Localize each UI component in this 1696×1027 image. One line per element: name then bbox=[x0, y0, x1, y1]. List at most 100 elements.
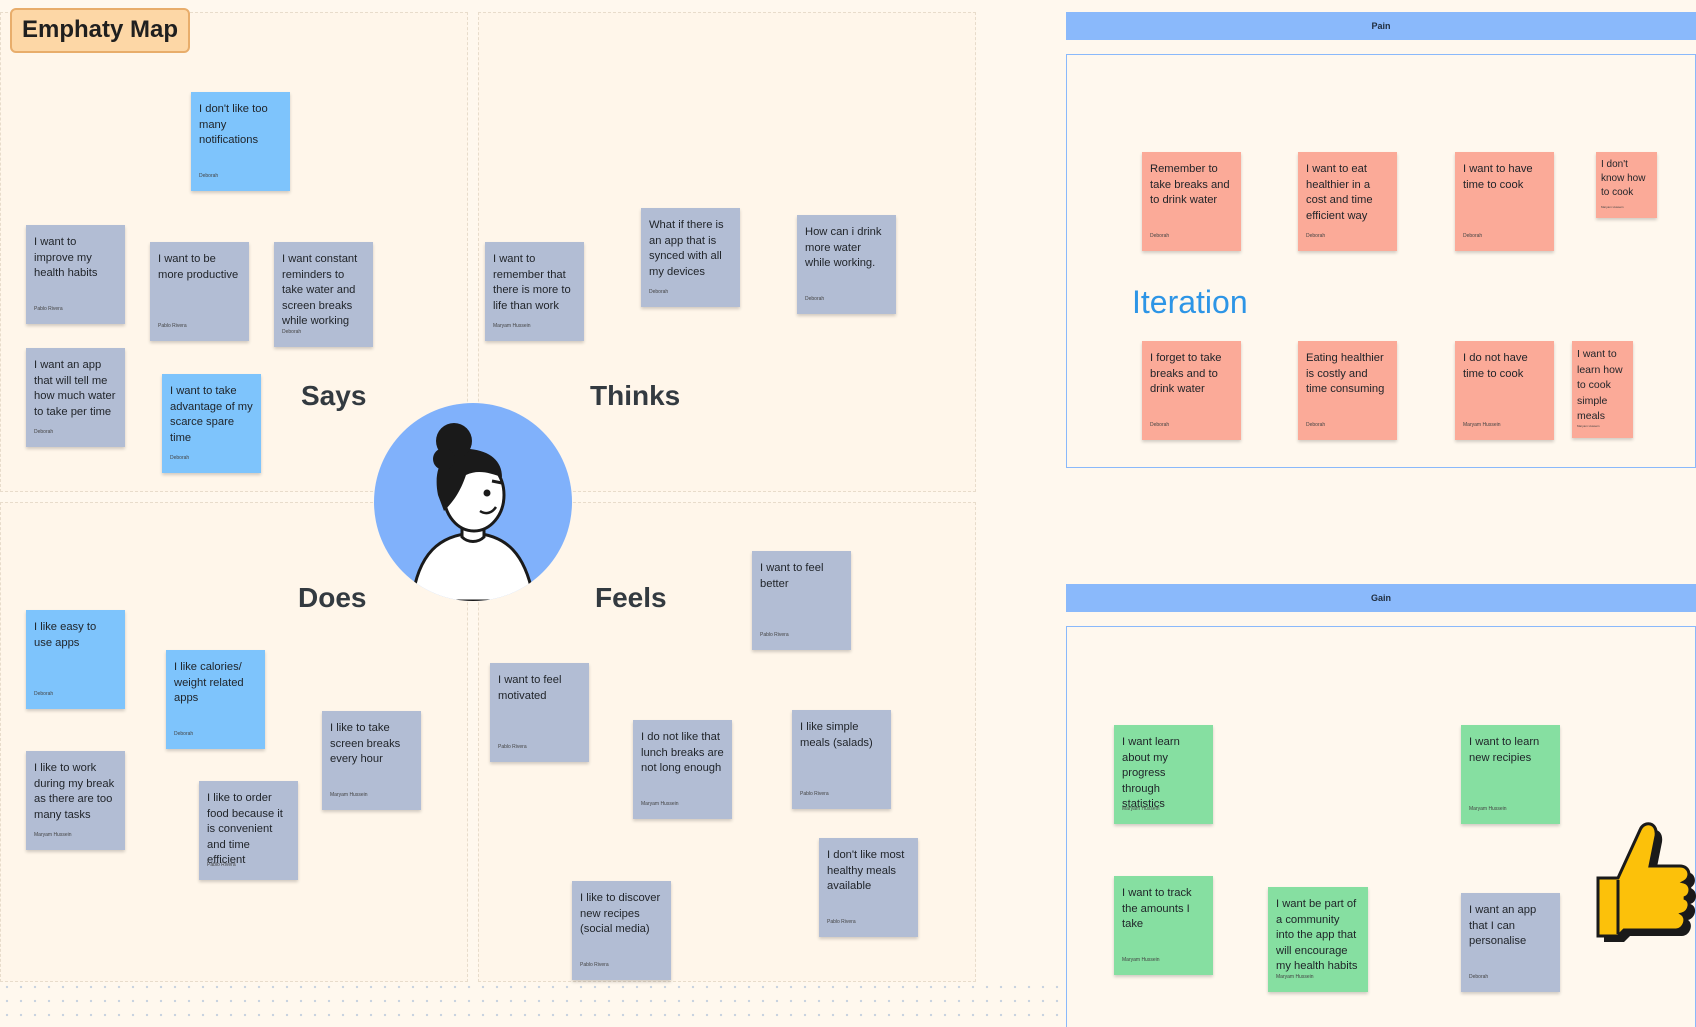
pain-header[interactable]: Pain bbox=[1066, 12, 1696, 40]
sticky-note-text: I like simple meals (salads) bbox=[800, 721, 873, 749]
feels-label: Feels bbox=[595, 582, 667, 613]
sticky-note-author: Deborah bbox=[1469, 973, 1489, 980]
does-label: Does bbox=[298, 582, 367, 613]
sticky-note-text: I like to take screen breaks every hour bbox=[330, 722, 401, 765]
sticky-note-text: I want to feel better bbox=[760, 562, 824, 590]
board-title[interactable]: Emphaty Map bbox=[10, 8, 191, 53]
sticky-note-text: Eating healthier is costly and time cons… bbox=[1306, 352, 1385, 395]
sticky-note[interactable]: I want constant reminders to take water … bbox=[274, 242, 373, 347]
sticky-note-text: I don't like too many notifications bbox=[199, 103, 268, 146]
sticky-note-author: Maryam Hussein bbox=[1463, 421, 1501, 428]
sticky-note[interactable]: I forget to take breaks and to drink wat… bbox=[1142, 341, 1241, 440]
iteration-label: Iteration bbox=[1132, 284, 1248, 320]
gain-header[interactable]: Gain bbox=[1066, 584, 1696, 612]
sticky-note-text: What if there is an app that is synced w… bbox=[649, 219, 724, 278]
sticky-note[interactable]: I do not have time to cook Maryam Hussei… bbox=[1455, 341, 1554, 440]
sticky-note-text: Remember to take breaks and to drink wat… bbox=[1150, 163, 1230, 206]
says-label: Says bbox=[301, 380, 367, 411]
sticky-note-author: Deborah bbox=[649, 288, 669, 295]
sticky-note-author: Maryam Hussein bbox=[34, 831, 72, 838]
sticky-note[interactable]: I want to be more productive Pablo River… bbox=[150, 242, 249, 341]
sticky-note[interactable]: I don't like too many notifications Debo… bbox=[191, 92, 290, 191]
sticky-note-author: Pablo Rivera bbox=[207, 861, 236, 868]
sticky-note-text: I want be part of a community into the a… bbox=[1276, 898, 1358, 972]
sticky-note-author: Maryam Hussein bbox=[493, 322, 531, 329]
sticky-note-text: I want to learn new recipies bbox=[1469, 736, 1540, 764]
sticky-note-author: Maryam Hussein bbox=[1577, 423, 1600, 428]
sticky-note-text: I want constant reminders to take water … bbox=[282, 253, 358, 327]
sticky-note-author: Deborah bbox=[1306, 232, 1326, 239]
sticky-note[interactable]: I like to work during my break as there … bbox=[26, 751, 125, 850]
sticky-note-text: I don't like most healthy meals availabl… bbox=[827, 849, 905, 892]
sticky-note[interactable]: Eating healthier is costly and time cons… bbox=[1298, 341, 1397, 440]
sticky-note[interactable]: I want to eat healthier in a cost and ti… bbox=[1298, 152, 1397, 251]
sticky-note[interactable]: I want be part of a community into the a… bbox=[1268, 887, 1368, 992]
sticky-note-text: I want to be more productive bbox=[158, 253, 239, 281]
sticky-note[interactable]: I like to discover new recipes (social m… bbox=[572, 881, 671, 980]
sticky-note[interactable]: I want to learn how to cook simple meals… bbox=[1572, 341, 1633, 438]
sticky-note[interactable]: I want to have time to cook Deborah bbox=[1455, 152, 1554, 251]
sticky-note-text: I want to feel motivated bbox=[498, 674, 562, 702]
sticky-note[interactable]: I do not like that lunch breaks are not … bbox=[633, 720, 732, 819]
sticky-note-author: Deborah bbox=[1150, 232, 1170, 239]
sticky-note-author: Pablo Rivera bbox=[158, 322, 187, 329]
sticky-note[interactable]: I like calories/ weight related apps Deb… bbox=[166, 650, 265, 749]
sticky-note[interactable]: I like simple meals (salads) Pablo River… bbox=[792, 710, 891, 809]
sticky-note[interactable]: I want to improve my health habits Pablo… bbox=[26, 225, 125, 324]
sticky-note[interactable]: I want learn about my progress through s… bbox=[1114, 725, 1213, 824]
sticky-note-author: Pablo Rivera bbox=[34, 305, 63, 312]
sticky-note-text: I want to learn how to cook simple meals bbox=[1577, 348, 1623, 422]
person-avatar-illustration bbox=[410, 423, 536, 601]
sticky-note-author: Deborah bbox=[1150, 421, 1170, 428]
sticky-note-text: I want to remember that there is more to… bbox=[493, 253, 571, 312]
sticky-note-author: Pablo Rivera bbox=[827, 918, 856, 925]
sticky-note-text: I like easy to use apps bbox=[34, 621, 97, 649]
sticky-note-text: I don't know how to cook bbox=[1601, 159, 1646, 198]
sticky-note-author: Maryam Hussein bbox=[1469, 805, 1507, 812]
sticky-note-text: I want to eat healthier in a cost and ti… bbox=[1306, 163, 1373, 222]
sticky-note[interactable]: I want to track the amounts I take Marya… bbox=[1114, 876, 1213, 975]
sticky-note-text: I want an app that will tell me how much… bbox=[34, 359, 116, 418]
sticky-note-text: I want an app that I can personalise bbox=[1469, 904, 1537, 947]
sticky-note-text: I want to have time to cook bbox=[1463, 163, 1533, 191]
sticky-note-author: Deborah bbox=[805, 295, 825, 302]
sticky-note-author: Deborah bbox=[34, 428, 54, 435]
sticky-note[interactable]: I want to take advantage of my scarce sp… bbox=[162, 374, 261, 473]
sticky-note-text: I like to work during my break as there … bbox=[34, 762, 115, 821]
thinks-label: Thinks bbox=[590, 380, 681, 411]
sticky-note[interactable]: I want to remember that there is more to… bbox=[485, 242, 584, 341]
sticky-note-author: Deborah bbox=[170, 454, 190, 461]
sticky-note-text: I like to order food because it is conve… bbox=[207, 792, 283, 866]
sticky-note-author: Pablo Rivera bbox=[800, 790, 829, 797]
sticky-note-author: Maryam Hussein bbox=[641, 800, 679, 807]
sticky-note-author: Pablo Rivera bbox=[580, 961, 609, 968]
sticky-note[interactable]: I like easy to use apps Deborah bbox=[26, 610, 125, 709]
sticky-note[interactable]: I want to feel motivated Pablo Rivera bbox=[490, 663, 589, 762]
sticky-note[interactable]: I want an app that will tell me how much… bbox=[26, 348, 125, 447]
sticky-note[interactable]: I like to take screen breaks every hour … bbox=[322, 711, 421, 810]
sticky-note-text: I want to track the amounts I take bbox=[1122, 887, 1192, 930]
sticky-note-text: I want learn about my progress through s… bbox=[1122, 736, 1180, 810]
sticky-note-text: I want to improve my health habits bbox=[34, 236, 98, 279]
sticky-note-author: Maryam Hussein bbox=[1601, 205, 1624, 209]
sticky-note[interactable]: I don't like most healthy meals availabl… bbox=[819, 838, 918, 937]
sticky-note[interactable]: What if there is an app that is synced w… bbox=[641, 208, 740, 307]
sticky-note-author: Pablo Rivera bbox=[498, 743, 527, 750]
sticky-note-author: Maryam Hussein bbox=[1122, 805, 1160, 812]
sticky-note-author: Deborah bbox=[34, 690, 54, 697]
sticky-note-author: Maryam Hussein bbox=[1276, 973, 1314, 980]
sticky-note[interactable]: How can i drink more water while working… bbox=[797, 215, 896, 314]
sticky-note-author: Maryam Hussein bbox=[330, 791, 368, 798]
sticky-note-text: I like to discover new recipes (social m… bbox=[580, 892, 661, 935]
sticky-note[interactable]: I want to learn new recipies Maryam Huss… bbox=[1461, 725, 1560, 824]
sticky-note[interactable]: I like to order food because it is conve… bbox=[199, 781, 298, 880]
sticky-note[interactable]: I want to feel better Pablo Rivera bbox=[752, 551, 851, 650]
sticky-note-author: Deborah bbox=[282, 328, 302, 335]
sticky-note[interactable]: Remember to take breaks and to drink wat… bbox=[1142, 152, 1241, 251]
sticky-note-author: Deborah bbox=[174, 730, 194, 737]
sticky-note-author: Pablo Rivera bbox=[760, 631, 789, 638]
sticky-note-author: Deborah bbox=[1463, 232, 1483, 239]
sticky-note-author: Deborah bbox=[1306, 421, 1326, 428]
sticky-note[interactable]: I don't know how to cook Maryam Hussein bbox=[1596, 152, 1657, 218]
sticky-note[interactable]: I want an app that I can personalise Deb… bbox=[1461, 893, 1560, 992]
